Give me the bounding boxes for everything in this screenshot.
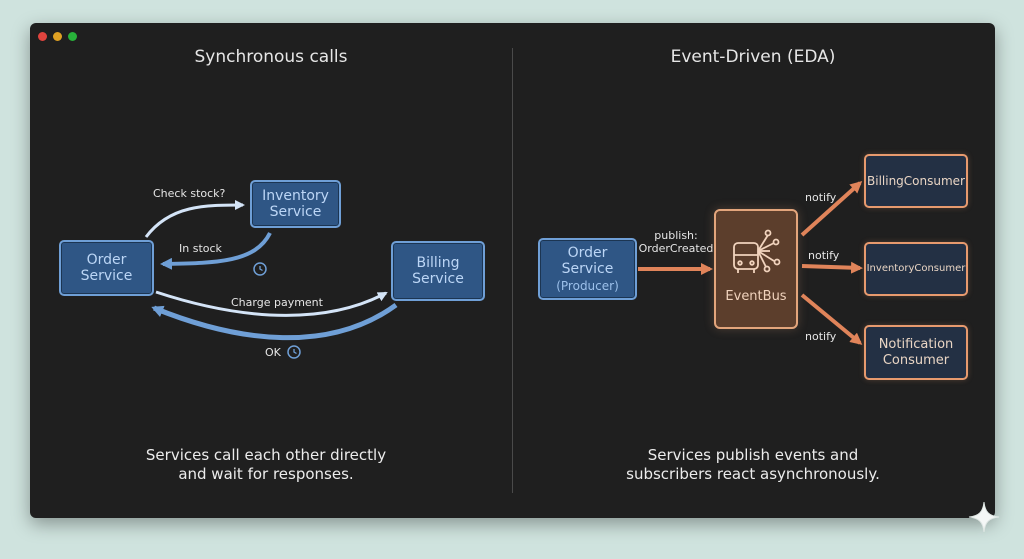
notification-consumer-line1: Notification <box>878 336 954 352</box>
sync-caption-line1: Services call each other directly <box>145 446 387 464</box>
producer-line1: Order <box>567 245 608 261</box>
eventbus-label: EventBus <box>725 289 787 304</box>
clock-icon <box>287 345 301 359</box>
check-stock-label: Check stock? <box>153 187 226 200</box>
inventory-consumer-label: InventoryConsumer <box>866 263 966 274</box>
arrows-layer <box>144 180 863 359</box>
publish-label: publish: OrderCreated <box>636 229 716 255</box>
check-stock-arrow <box>144 200 245 238</box>
inventory-service-box: Inventory Service <box>250 180 341 228</box>
billing-service-box: Billing Service <box>391 241 485 301</box>
inventory-service-line1: Inventory <box>262 188 329 204</box>
notify-notification-arrow <box>800 293 863 345</box>
ok-label: OK <box>265 346 281 359</box>
notify-label-inventory: notify <box>808 249 840 262</box>
eda-caption-line1: Services publish events and <box>647 446 859 464</box>
notify-billing-arrow <box>800 180 863 237</box>
billing-consumer-box: BillingConsumer <box>864 154 968 208</box>
app-window: Synchronous calls Event-Driven (EDA) <box>30 23 995 518</box>
billing-service-line1: Billing <box>416 255 460 271</box>
producer-service-box: Order Service (Producer) <box>538 238 637 300</box>
sync-caption: Services call each other directly and wa… <box>56 446 476 484</box>
ok-arrow <box>151 302 398 341</box>
eda-caption-line2: subscribers react asynchronously. <box>626 465 880 483</box>
order-service-line1: Order <box>86 252 127 268</box>
inventory-consumer-box: InventoryConsumer <box>864 242 968 296</box>
inventory-service-line2: Service <box>269 204 322 220</box>
sync-caption-line2: and wait for responses. <box>178 465 354 483</box>
maximize-button[interactable] <box>68 32 77 41</box>
sparkle-icon <box>968 501 1000 533</box>
order-service-line2: Service <box>80 268 133 284</box>
notify-label-billing: notify <box>805 191 837 204</box>
eda-caption: Services publish events and subscribers … <box>543 446 963 484</box>
notification-consumer-box: Notification Consumer <box>864 325 968 380</box>
bus-network-icon <box>733 229 781 273</box>
notify-inventory-arrow <box>801 261 863 274</box>
panel-divider <box>512 48 513 493</box>
producer-line2: Service <box>561 261 614 277</box>
billing-service-line2: Service <box>412 271 464 287</box>
notify-label-notification: notify <box>805 330 837 343</box>
clock-icon <box>253 262 267 276</box>
charge-payment-label: Charge payment <box>231 296 323 309</box>
sync-panel-title: Synchronous calls <box>194 47 348 67</box>
order-service-box: Order Service <box>59 240 154 296</box>
charge-payment-arrow <box>155 290 388 317</box>
in-stock-arrow <box>160 232 272 270</box>
minimize-button[interactable] <box>53 32 62 41</box>
in-stock-label: In stock <box>179 242 222 255</box>
publish-line2: OrderCreated <box>638 242 714 255</box>
eventbus-box: EventBus <box>714 209 798 329</box>
close-button[interactable] <box>38 32 47 41</box>
eda-panel-title: Event-Driven (EDA) <box>670 47 836 67</box>
publish-line1: publish: <box>654 229 698 242</box>
billing-consumer-label: BillingConsumer <box>867 174 965 188</box>
producer-sub: (Producer) <box>556 279 619 293</box>
notification-consumer-line2: Consumer <box>882 352 950 368</box>
